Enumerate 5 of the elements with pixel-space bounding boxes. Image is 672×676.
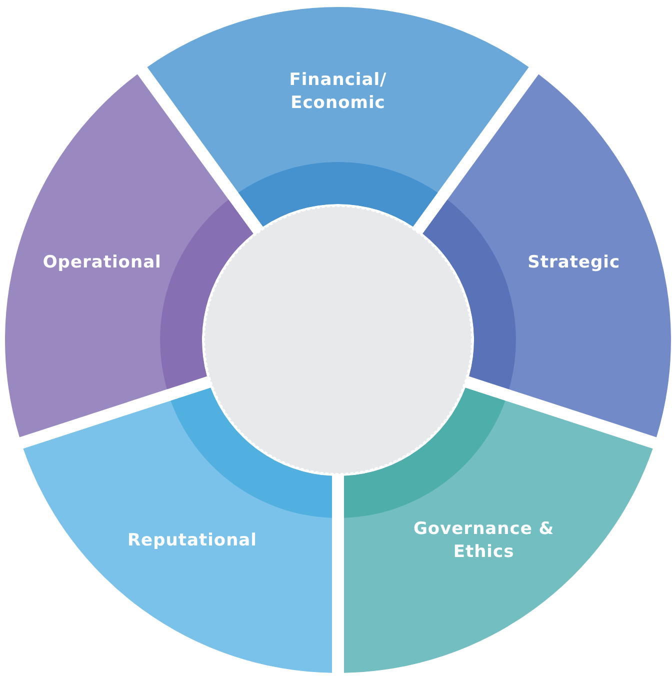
segment-label: Governance & Ethics <box>412 518 556 564</box>
segment-label: Operational <box>42 252 162 275</box>
segment-label: Financial/ Economic <box>288 69 388 115</box>
segment-label: Reputational <box>127 529 257 552</box>
segment-label: Strategic <box>528 252 620 275</box>
